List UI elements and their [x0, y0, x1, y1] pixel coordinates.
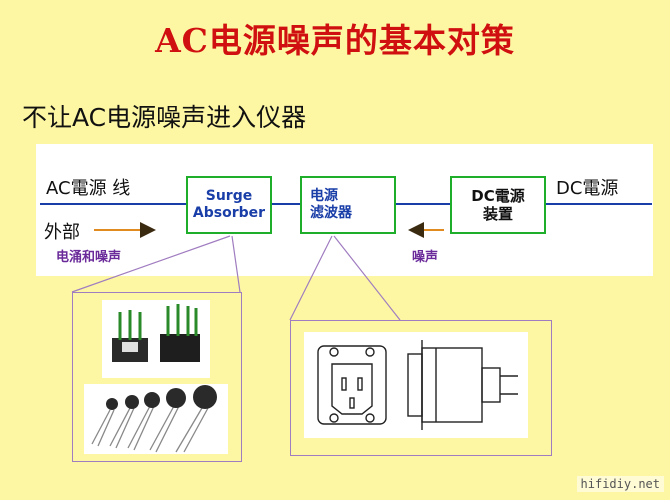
dc-box-line1: DC電源 — [471, 187, 525, 205]
dc-power-label: DC電源 — [556, 178, 619, 199]
surge-callout-left — [71, 235, 231, 293]
varistor-image — [91, 385, 217, 453]
filter-callout-right — [333, 235, 401, 321]
power-filter-box: 电源 滤波器 — [300, 176, 396, 234]
surge-absorber-box: Surge Absorber — [186, 176, 272, 234]
slide-subtitle: 不让AC电源噪声进入仪器 — [22, 103, 307, 132]
dc-power-unit-box: DC電源 装置 — [450, 176, 546, 234]
varistor-photo — [84, 384, 228, 454]
iec-inlet-drawing-image — [317, 340, 518, 430]
filter-callout-left — [289, 235, 333, 321]
surge-noise-label: 电涌和噪声 — [56, 250, 122, 265]
surge-box-line1: Surge — [205, 188, 253, 205]
filter-box-line2: 滤波器 — [310, 205, 352, 221]
filter-photo-frame — [290, 320, 552, 456]
surge-module-photo — [102, 300, 210, 378]
noise-label: 噪声 — [412, 250, 439, 265]
filter-box-line1: 电源 — [310, 188, 338, 205]
slide-title: AC电源噪声的基本对策 — [155, 21, 515, 60]
ac-line-label: AC電源 线 — [46, 178, 131, 199]
surge-photo-frame — [72, 292, 242, 462]
filter-drawing — [304, 332, 528, 438]
surge-module-image — [112, 304, 200, 362]
surge-box-line2: Absorber — [192, 205, 266, 221]
outside-label: 外部 — [44, 222, 80, 243]
watermark: hifidiy.net — [576, 476, 664, 492]
surge-callout-right — [231, 235, 241, 293]
dc-box-line2: 装置 — [482, 205, 513, 223]
